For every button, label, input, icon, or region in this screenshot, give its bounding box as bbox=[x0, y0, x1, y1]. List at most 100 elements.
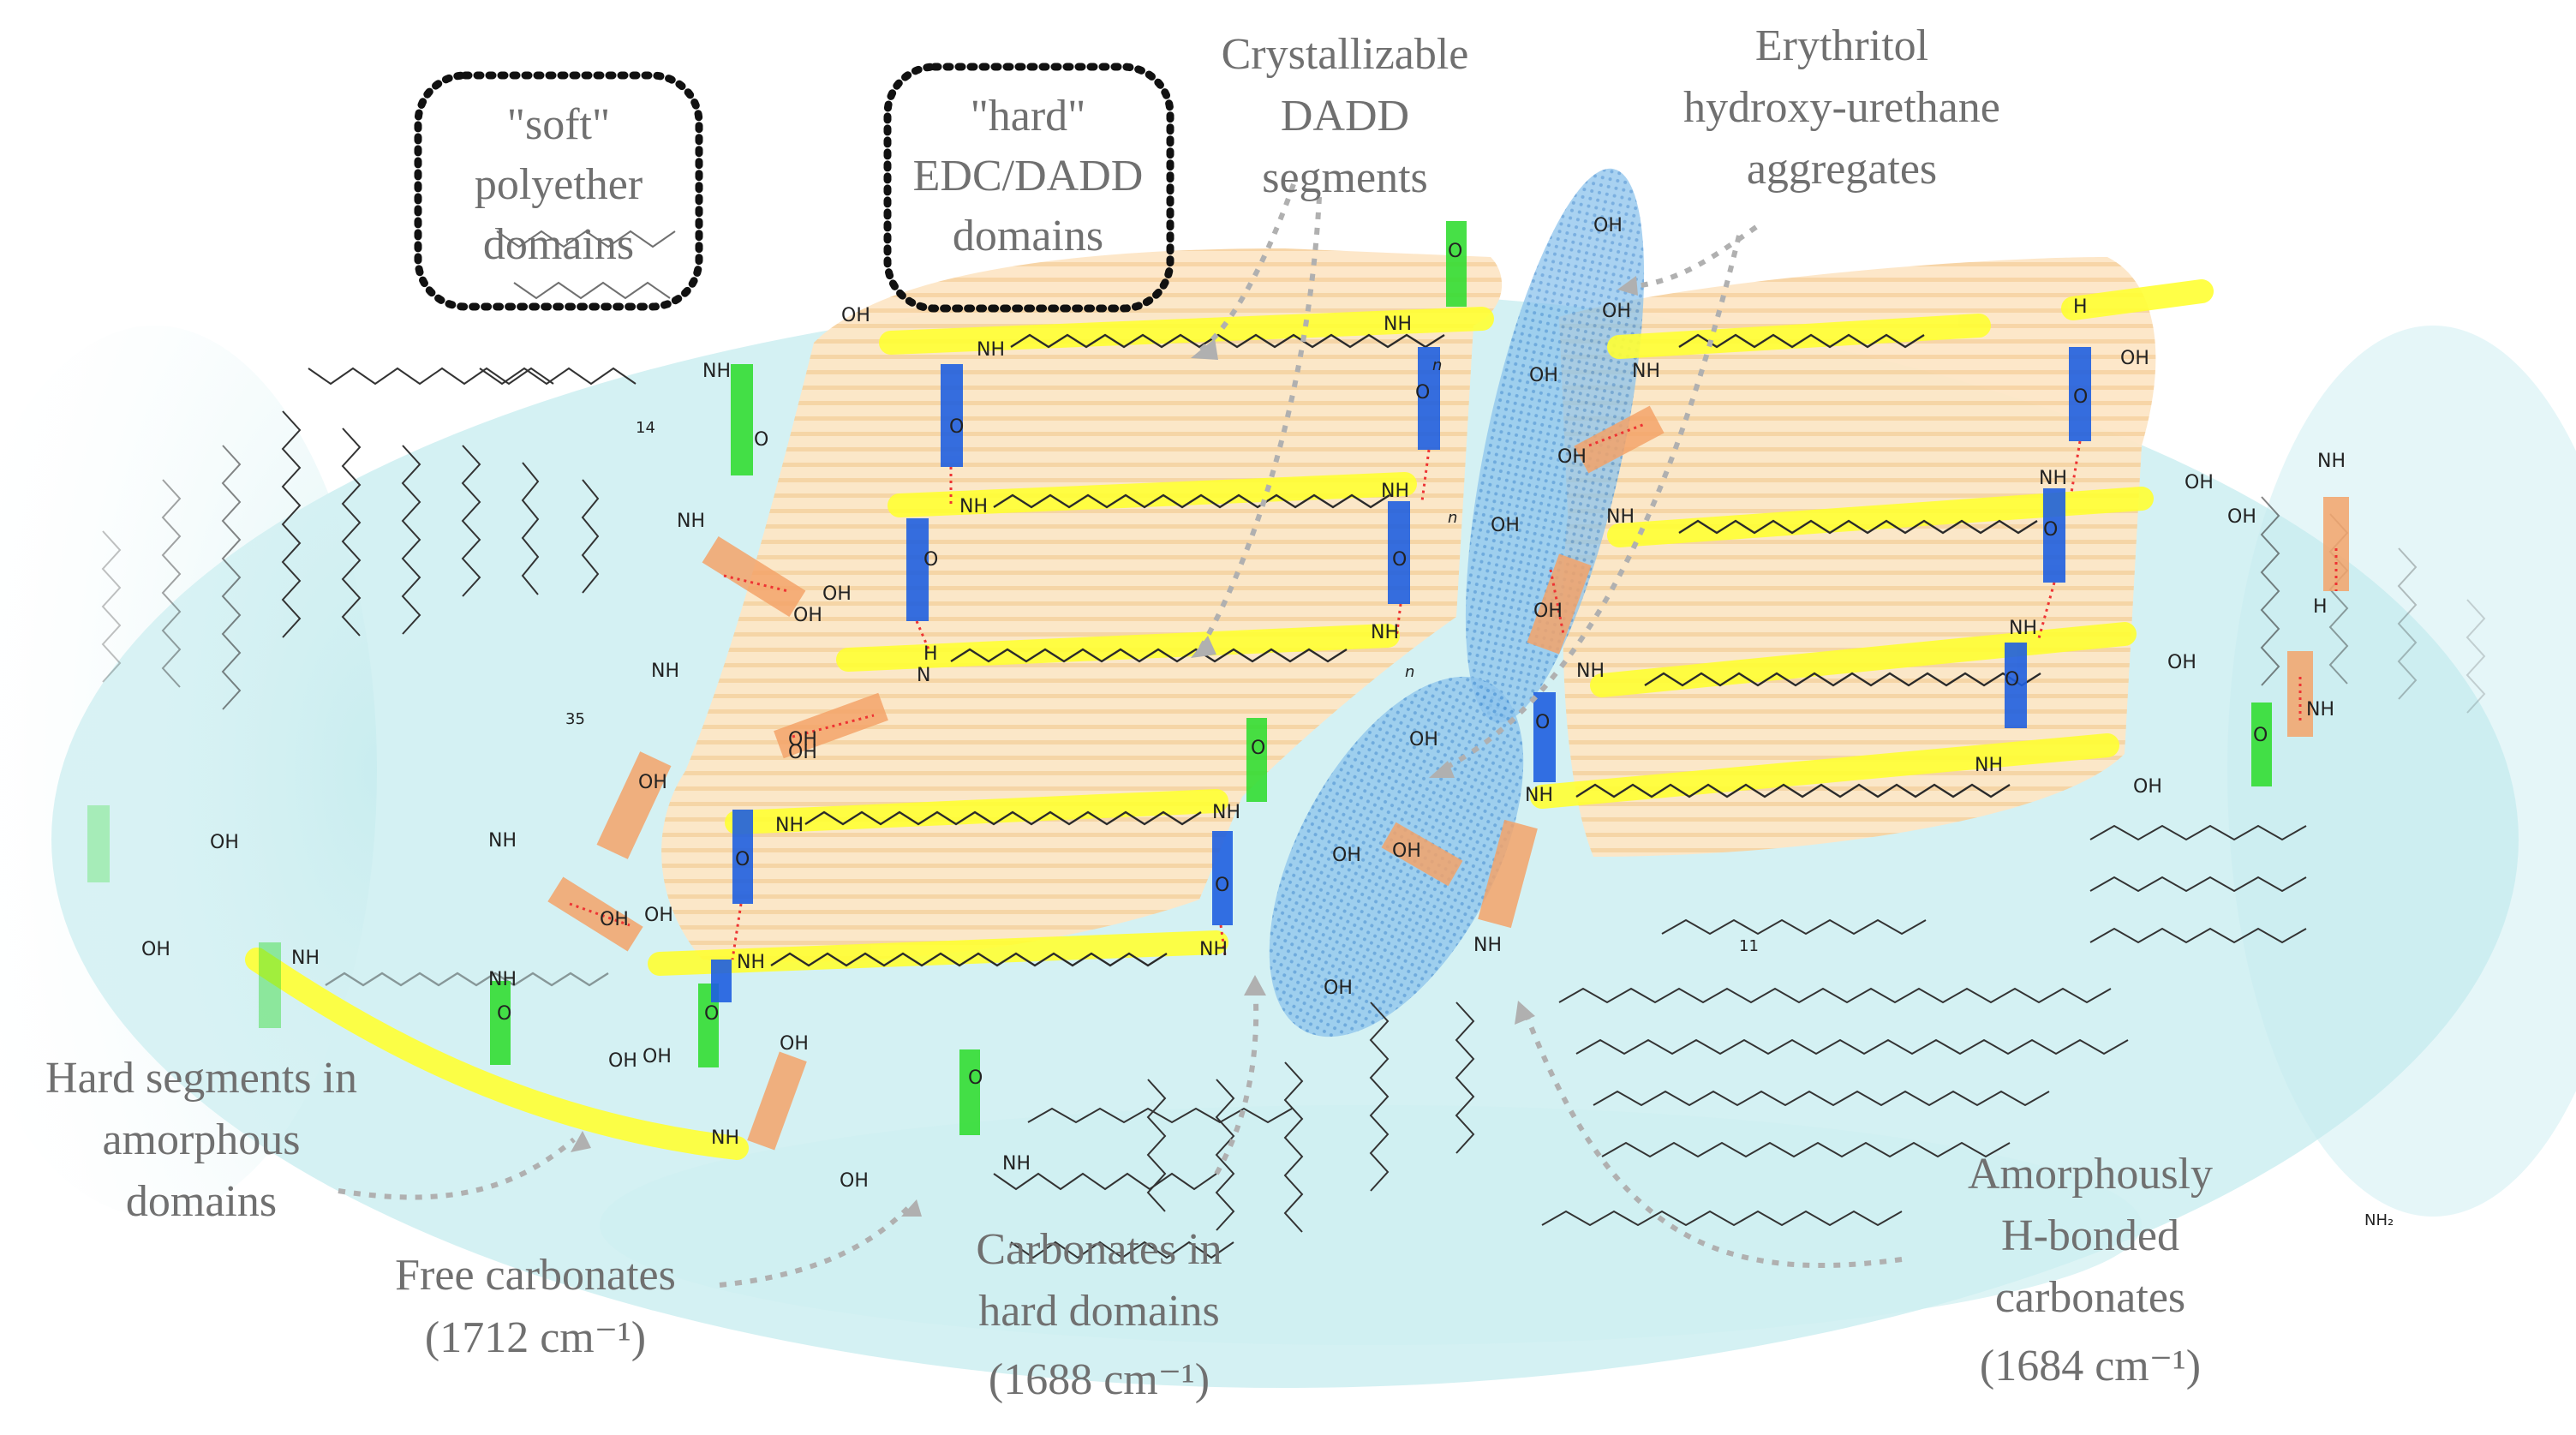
svg-text:OH: OH bbox=[141, 939, 170, 960]
svg-text:OH: OH bbox=[600, 909, 629, 930]
svg-text:NH: NH bbox=[1525, 785, 1553, 806]
svg-text:NH: NH bbox=[1002, 1153, 1031, 1175]
svg-text:O: O bbox=[497, 1003, 511, 1025]
label-crystallizable-dadd: Crystallizable DADD segments bbox=[1222, 30, 1469, 202]
svg-text:OH: OH bbox=[1593, 215, 1623, 236]
svg-text:O: O bbox=[2253, 725, 2268, 746]
svg-text:14: 14 bbox=[636, 419, 655, 437]
svg-text:H-bonded: H-bonded bbox=[2001, 1211, 2179, 1260]
svg-text:NH: NH bbox=[2306, 699, 2334, 720]
svg-text:OH: OH bbox=[608, 1050, 637, 1072]
svg-text:OH: OH bbox=[2185, 472, 2214, 493]
chemical-structure-labels: NH NH NH H N NH NH NH NH NH NH NH NH NH … bbox=[141, 215, 2394, 1229]
svg-text:OH: OH bbox=[840, 1170, 869, 1192]
svg-text:NH: NH bbox=[1384, 314, 1412, 335]
svg-text:domains: domains bbox=[126, 1177, 277, 1226]
svg-text:n: n bbox=[1405, 663, 1414, 681]
svg-text:OH: OH bbox=[1409, 729, 1438, 750]
soft-box-line-1: "soft" bbox=[507, 100, 610, 149]
svg-text:O: O bbox=[1535, 712, 1550, 733]
svg-text:n: n bbox=[1432, 356, 1442, 374]
svg-text:O: O bbox=[968, 1067, 983, 1089]
svg-text:O: O bbox=[1215, 875, 1229, 896]
svg-text:NH: NH bbox=[711, 1127, 739, 1149]
svg-text:O: O bbox=[754, 429, 768, 451]
svg-text:aggregates: aggregates bbox=[1747, 145, 1937, 194]
svg-text:DADD: DADD bbox=[1281, 92, 1409, 141]
svg-text:OH: OH bbox=[1602, 301, 1631, 322]
label-hard-segments-amorphous: Hard segments in amorphous domains bbox=[45, 1054, 357, 1226]
svg-text:(1688 cm⁻¹): (1688 cm⁻¹) bbox=[989, 1355, 1210, 1404]
dadd-alkyl-chains bbox=[325, 333, 2041, 987]
svg-text:O: O bbox=[1415, 382, 1430, 404]
svg-text:O: O bbox=[1448, 241, 1462, 262]
svg-text:NH: NH bbox=[1606, 506, 1635, 528]
svg-text:OH: OH bbox=[2120, 348, 2149, 369]
label-carbonates-hard-domains: Carbonates in hard domains (1688 cm⁻¹) bbox=[976, 1225, 1222, 1404]
svg-text:NH: NH bbox=[2039, 468, 2067, 489]
svg-text:O: O bbox=[2005, 669, 2019, 691]
svg-text:NH: NH bbox=[651, 661, 679, 682]
svg-text:OH: OH bbox=[1491, 515, 1520, 536]
svg-text:Amorphously: Amorphously bbox=[1968, 1150, 2213, 1199]
svg-text:NH: NH bbox=[775, 815, 804, 836]
svg-text:OH: OH bbox=[1533, 601, 1563, 622]
svg-text:OH: OH bbox=[2133, 776, 2162, 798]
svg-text:NH: NH bbox=[2317, 451, 2346, 472]
svg-text:OH: OH bbox=[638, 772, 667, 793]
hydrogen-bond-lines bbox=[569, 422, 2338, 960]
svg-text:(1712 cm⁻¹): (1712 cm⁻¹) bbox=[425, 1313, 646, 1362]
svg-text:NH: NH bbox=[488, 969, 517, 990]
svg-text:OH: OH bbox=[793, 605, 822, 626]
svg-text:OH: OH bbox=[2167, 652, 2196, 673]
soft-box-line-2: polyether bbox=[475, 160, 643, 209]
svg-text:NH: NH bbox=[1381, 481, 1409, 502]
callout-arrows bbox=[338, 183, 1903, 1288]
svg-text:NH: NH bbox=[1576, 661, 1605, 682]
svg-text:hydroxy-urethane: hydroxy-urethane bbox=[1683, 83, 2000, 132]
svg-text:O: O bbox=[2043, 519, 2058, 541]
soft-domain-box: "soft" polyether domains bbox=[414, 71, 703, 311]
svg-text:O: O bbox=[704, 1003, 719, 1025]
svg-text:35: 35 bbox=[565, 710, 585, 728]
svg-text:OH: OH bbox=[822, 583, 852, 605]
polyether-chains bbox=[101, 230, 2486, 1259]
svg-text:(1684 cm⁻¹): (1684 cm⁻¹) bbox=[1980, 1342, 2201, 1390]
hard-carbonate-markers bbox=[711, 347, 2091, 1002]
svg-text:OH: OH bbox=[210, 832, 239, 853]
svg-text:OH: OH bbox=[1557, 446, 1587, 468]
svg-text:Erythritol: Erythritol bbox=[1755, 21, 1928, 70]
svg-text:O: O bbox=[2073, 386, 2088, 408]
erythritol-aggregate-upper bbox=[1465, 168, 1645, 723]
svg-text:O: O bbox=[1392, 549, 1407, 571]
svg-text:NH: NH bbox=[1473, 935, 1502, 956]
svg-text:OH: OH bbox=[2227, 506, 2256, 528]
svg-text:H: H bbox=[2313, 596, 2328, 618]
label-erythritol-aggregates: Erythritol hydroxy-urethane aggregates bbox=[1683, 21, 2000, 194]
svg-text:NH: NH bbox=[1975, 755, 2003, 776]
svg-text:O: O bbox=[949, 416, 964, 438]
svg-text:NH: NH bbox=[291, 948, 320, 969]
svg-text:Hard segments in: Hard segments in bbox=[45, 1054, 357, 1103]
svg-text:OH: OH bbox=[644, 905, 673, 926]
svg-text:11: 11 bbox=[1739, 937, 1759, 955]
svg-text:OH: OH bbox=[780, 1033, 809, 1055]
svg-text:NH: NH bbox=[959, 496, 988, 517]
soft-box-line-3: domains bbox=[483, 220, 634, 269]
svg-text:amorphous: amorphous bbox=[102, 1115, 300, 1164]
svg-text:OH: OH bbox=[643, 1046, 672, 1067]
hard-box-line-3: domains bbox=[953, 212, 1103, 260]
svg-text:NH: NH bbox=[488, 830, 517, 852]
svg-text:NH: NH bbox=[2009, 618, 2037, 639]
svg-text:NH: NH bbox=[977, 339, 1005, 361]
svg-text:N: N bbox=[917, 665, 930, 686]
label-free-carbonates: Free carbonates (1712 cm⁻¹) bbox=[395, 1251, 676, 1362]
hard-domain-box: "hard" EDC/DADD domains bbox=[883, 63, 1174, 313]
svg-text:OH: OH bbox=[1392, 840, 1421, 862]
svg-text:NH: NH bbox=[737, 952, 765, 973]
svg-text:Free carbonates: Free carbonates bbox=[395, 1251, 676, 1300]
svg-text:OH: OH bbox=[788, 742, 817, 763]
svg-text:Carbonates in: Carbonates in bbox=[976, 1225, 1222, 1274]
svg-text:OH: OH bbox=[841, 305, 870, 326]
svg-text:hard domains: hard domains bbox=[978, 1287, 1220, 1336]
